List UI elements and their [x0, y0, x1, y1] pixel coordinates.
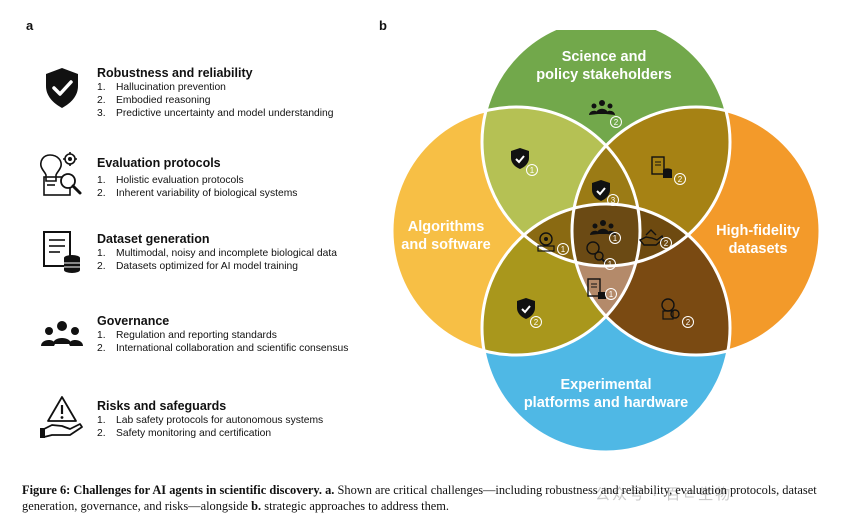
shield-check-icon: [511, 148, 529, 169]
panel-b-label: b: [379, 18, 387, 33]
challenge-title: Evaluation protocols: [97, 156, 221, 170]
svg-text:3: 3: [611, 196, 616, 205]
challenge-list: 1.Holistic evaluation protocols 2.Inhere…: [97, 174, 297, 200]
label-bottom-line2: platforms and hardware: [524, 395, 688, 411]
list-item: 2.International collaboration and scient…: [97, 343, 349, 354]
list-item: 3.Predictive uncertainty and model under…: [97, 108, 334, 119]
hand-safety-icon: [638, 229, 664, 246]
svg-text:1: 1: [613, 234, 618, 243]
list-item: 2.Datasets optimized for AI model traini…: [97, 261, 299, 272]
bulb-magnifier-icon: [661, 298, 680, 320]
document-database-icon: [587, 278, 606, 299]
badge-left-bottom: 2: [530, 316, 542, 328]
challenge-list: 1.Lab safety protocols for autonomous sy…: [97, 414, 323, 440]
bulb-magnifier-icon: [586, 241, 607, 264]
hand-warning-icon: [40, 396, 83, 438]
people-group-icon: [589, 100, 615, 115]
caption-lead: Figure 6: Challenges for AI agents in sc…: [22, 483, 335, 497]
list-item: 2.Safety monitoring and certification: [97, 428, 272, 439]
label-top-line1: Science and: [562, 49, 647, 65]
label-left-line1: Algorithms: [408, 219, 485, 235]
challenge-title: Governance: [97, 314, 170, 328]
svg-text:1: 1: [609, 290, 614, 299]
badge-right-bottom: 2: [682, 316, 694, 328]
label-right-line2: datasets: [729, 241, 788, 257]
svg-text:1: 1: [608, 260, 613, 269]
badge-center-right: 2: [660, 237, 672, 249]
shield-check-icon: [592, 180, 610, 201]
list-item: 1.Multimodal, noisy and incomplete biolo…: [97, 248, 337, 259]
svg-text:2: 2: [534, 318, 539, 327]
list-item: 1.Holistic evaluation protocols: [97, 175, 244, 186]
svg-text:1: 1: [530, 166, 535, 175]
svg-text:2: 2: [614, 118, 619, 127]
people-group-icon: [590, 220, 616, 235]
people-group-icon: [41, 321, 83, 346]
badge-center-low: 1: [604, 258, 616, 270]
label-left-line2: and software: [401, 237, 490, 253]
list-item: 1.Regulation and reporting standards: [97, 330, 277, 341]
caption-text-2: strategic approaches to address them.: [261, 499, 450, 513]
badge-center-top: 1: [609, 232, 621, 244]
venn-diagram: Science and policy stakeholders Algorith…: [390, 30, 822, 454]
list-item: 1.Hallucination prevention: [97, 82, 226, 93]
list-item: 2.Inherent variability of biological sys…: [97, 188, 298, 199]
figure-caption: Figure 6: Challenges for AI agents in sc…: [22, 482, 822, 514]
bulb-gear-magnifier-icon: [40, 152, 82, 196]
challenge-title: Robustness and reliability: [97, 66, 253, 80]
watermark: 公众号 · 百ㄹ生物: [595, 486, 733, 503]
svg-text:2: 2: [664, 239, 669, 248]
badge-top-only: 2: [610, 116, 622, 128]
bulb-gear-icon: [537, 232, 555, 252]
list-item: 2.Embodied reasoning: [97, 95, 211, 106]
svg-text:1: 1: [561, 245, 566, 254]
list-item: 1.Lab safety protocols for autonomous sy…: [97, 415, 324, 426]
challenge-list: 1.Multimodal, noisy and incomplete biolo…: [97, 247, 337, 273]
svg-text:2: 2: [678, 175, 683, 184]
panel-a-label: a: [26, 18, 34, 33]
challenge-title: Risks and safeguards: [97, 399, 227, 413]
badge-top-left: 1: [526, 164, 538, 176]
challenge-list: 1.Hallucination prevention 2.Embodied re…: [97, 81, 334, 120]
label-top-line2: policy stakeholders: [536, 67, 671, 83]
svg-text:2: 2: [686, 318, 691, 327]
label-bottom-line1: Experimental: [560, 377, 651, 393]
badge-center-bottom: 1: [605, 288, 617, 300]
badge-top-center: 3: [607, 194, 619, 206]
badge-center-left: 1: [557, 243, 569, 255]
label-right-line1: High-fidelity: [716, 223, 800, 239]
caption-text-1: Shown are critical challenges—including …: [22, 483, 817, 513]
caption-b: b.: [251, 499, 262, 513]
document-database-icon: [651, 156, 672, 178]
badge-top-right: 2: [674, 173, 686, 185]
challenge-title: Dataset generation: [97, 232, 210, 246]
challenge-list: 1.Regulation and reporting standards 2.I…: [97, 329, 348, 355]
document-database-icon: [43, 231, 80, 273]
region-badges: 2 1 2 3 1 1 2 1 2 1 2: [526, 116, 694, 328]
shield-check-icon: [517, 298, 535, 319]
shield-check-icon: [46, 68, 78, 108]
